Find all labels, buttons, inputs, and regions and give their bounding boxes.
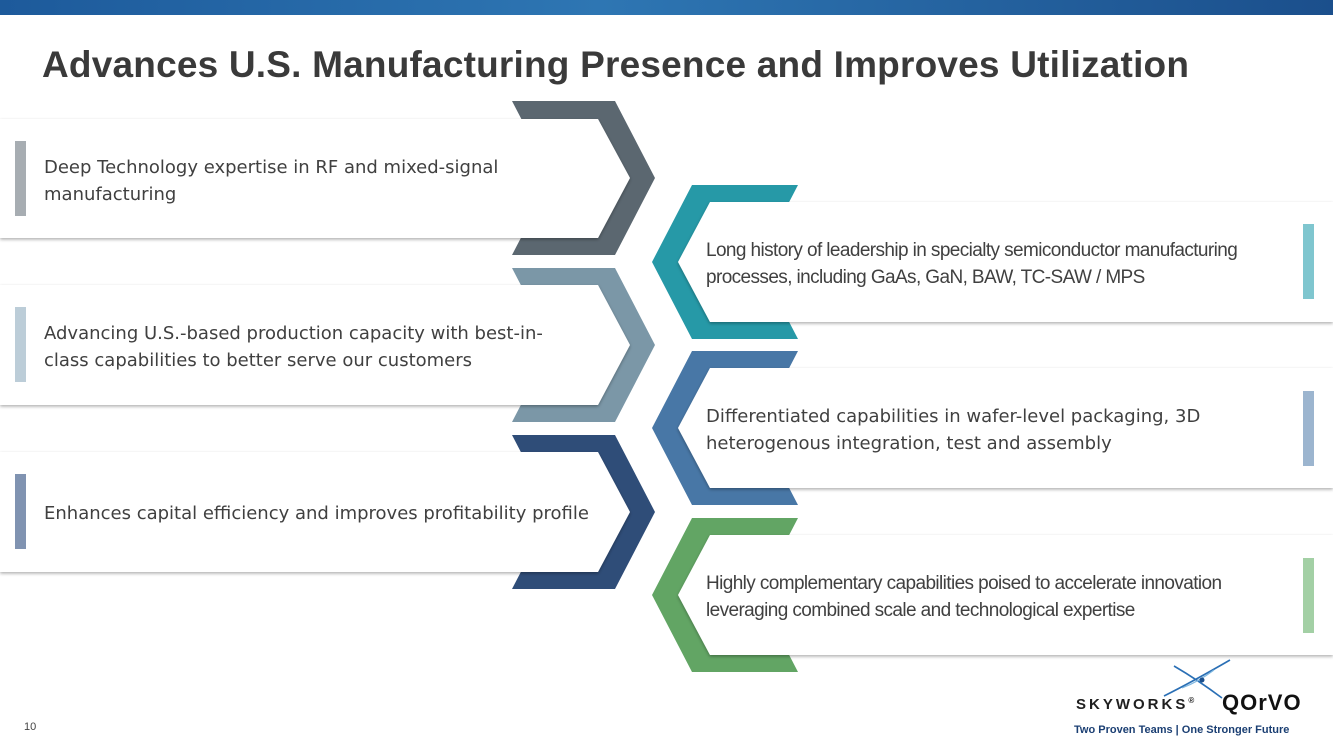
right-card-1 [678, 202, 1333, 322]
skyworks-star-icon [1163, 659, 1231, 699]
left-item-2-text: Advancing U.S.-based production capacity… [44, 320, 543, 374]
left-accent-bar-2 [15, 307, 26, 382]
footer-tagline: Two Proven Teams | One Stronger Future [1074, 724, 1290, 736]
skyworks-logo: SKYWORKS® [1076, 696, 1194, 713]
right-card-2 [678, 368, 1333, 488]
right-item-2-line2: heterogenous integration, test and assem… [706, 433, 1112, 454]
right-accent-bar-2 [1303, 391, 1314, 466]
left-item-1-line1: Deep Technology expertise in RF and mixe… [44, 157, 499, 178]
right-item-3-text: Highly complementary capabilities poised… [706, 570, 1222, 624]
left-item-1-line2: manufacturing [44, 184, 177, 205]
right-item-3-line2: leveraging combined scale and technologi… [706, 600, 1135, 621]
left-item-3-line1: Enhances capital efficiency and improves… [44, 503, 589, 524]
page-number: 10 [24, 721, 37, 733]
right-item-1-text: Long history of leadership in specialty … [706, 237, 1238, 291]
left-item-1-text: Deep Technology expertise in RF and mixe… [44, 154, 498, 208]
right-item-2-text: Differentiated capabilities in wafer-lev… [706, 403, 1200, 457]
skyworks-logo-text: SKYWORKS [1076, 696, 1189, 713]
top-banner [0, 0, 1333, 15]
slide-title: Advances U.S. Manufacturing Presence and… [42, 44, 1190, 85]
right-item-2-line1: Differentiated capabilities in wafer-lev… [706, 406, 1201, 427]
right-accent-bar-1 [1303, 224, 1314, 299]
right-item-1-line1: Long history of leadership in specialty … [706, 240, 1238, 261]
right-item-3-line1: Highly complementary capabilities poised… [706, 573, 1222, 594]
left-accent-bar-3 [15, 474, 26, 549]
left-accent-bar-1 [15, 141, 26, 216]
left-card-3 [0, 452, 630, 572]
right-accent-bar-3 [1303, 558, 1314, 633]
registered-mark: ® [1188, 696, 1195, 705]
left-card-2 [0, 285, 630, 405]
left-item-2-line2: class capabilities to better serve our c… [44, 350, 473, 371]
qorvo-logo: QOrVO [1222, 690, 1302, 715]
left-item-3-text: Enhances capital efficiency and improves… [44, 500, 589, 527]
right-card-3 [678, 535, 1333, 655]
left-card-1 [0, 119, 630, 238]
left-item-2-line1: Advancing U.S.-based production capacity… [44, 323, 543, 344]
right-item-1-line2: processes, including GaAs, GaN, BAW, TC-… [706, 267, 1145, 288]
